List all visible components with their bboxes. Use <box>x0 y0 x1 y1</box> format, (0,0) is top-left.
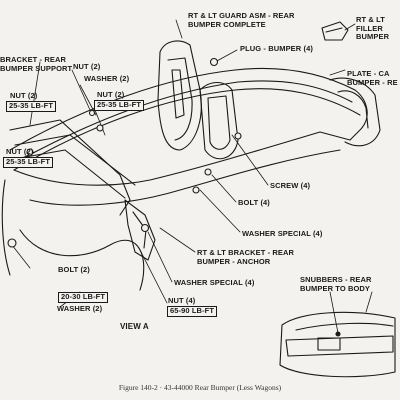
lower-left-rod <box>19 229 145 291</box>
anchor-bracket <box>124 199 156 261</box>
inset-license-plate <box>317 337 341 351</box>
torque-25-35-left: 25-35 LB-FT <box>6 101 57 112</box>
center-guard <box>199 81 239 160</box>
label-nut-2-lower: NUT (2) <box>6 147 34 156</box>
guard-slot <box>171 69 185 119</box>
bumper-guard-inner <box>167 57 193 141</box>
label-nut-2-left: NUT (2) <box>10 91 38 100</box>
label-bolt-2: BOLT (2) <box>58 265 90 274</box>
torque-20-30: 20-30 LB-FT <box>58 292 109 303</box>
label-rt-lt-filler: RT & LT FILLER BUMPER <box>356 15 390 41</box>
label-washer-special-lower: WASHER SPECIAL (4) <box>174 278 255 287</box>
inset-trunk-line <box>295 322 394 331</box>
label-plug-bumper: PLUG - BUMPER (4) <box>240 44 313 53</box>
figure-caption: Figure 140-2 · 43-44000 Rear Bumper (Les… <box>118 383 282 392</box>
left-support-rail-lower <box>19 149 126 199</box>
label-view-a: VIEW A <box>120 322 149 331</box>
label-plate-cap: PLATE - CA BUMPER - RE <box>347 69 398 87</box>
inset-car-rear <box>279 311 396 378</box>
label-rt-lt-guard: RT & LT GUARD ASM - REAR BUMPER COMPLETE <box>188 11 295 29</box>
label-bracket-anchor: RT & LT BRACKET - REAR BUMPER - ANCHOR <box>197 248 295 266</box>
label-bolt-4: BOLT (4) <box>238 198 270 207</box>
label-screw-4: SCREW (4) <box>270 181 311 190</box>
inset-rear-bumper <box>285 335 394 357</box>
bumper-bar-lower-edge <box>13 88 361 171</box>
label-nut-2-top: NUT (2) <box>73 62 101 71</box>
right-end-cap <box>329 77 381 147</box>
torque-25-35-lower: 25-35 LB-FT <box>3 157 54 168</box>
bumper-bar-inner-line <box>19 80 353 161</box>
label-bracket-rear: BRACKET - REAR BUMPER SUPPORT <box>0 55 73 73</box>
right-end-cap-inner <box>337 90 369 129</box>
label-snubbers: SNUBBERS - REAR BUMPER TO BODY <box>300 275 372 293</box>
center-guard-inner <box>207 95 231 150</box>
torque-25-35-mid: 25-35 LB-FT <box>94 100 145 111</box>
label-nut-4: NUT (4) <box>168 296 196 305</box>
left-side-curve <box>1 179 11 276</box>
label-nut-2-mid: NUT (2) <box>97 90 125 99</box>
left-support-bracket <box>9 119 131 216</box>
left-support-rail <box>14 134 136 186</box>
label-washer-2-lower: WASHER (2) <box>57 304 103 313</box>
torque-65-90: 65-90 LB-FT <box>167 306 218 317</box>
bumper-guard <box>157 40 202 151</box>
bumper-right-end <box>349 89 368 141</box>
bumper-bar-upper-edge <box>9 67 356 151</box>
bumper-filler <box>321 21 349 41</box>
bumper-face-contour <box>29 149 341 206</box>
label-washer-2-top: WASHER (2) <box>84 74 130 83</box>
label-washer-special-upper: WASHER SPECIAL (4) <box>242 229 323 238</box>
bumper-face-lower <box>13 131 351 186</box>
